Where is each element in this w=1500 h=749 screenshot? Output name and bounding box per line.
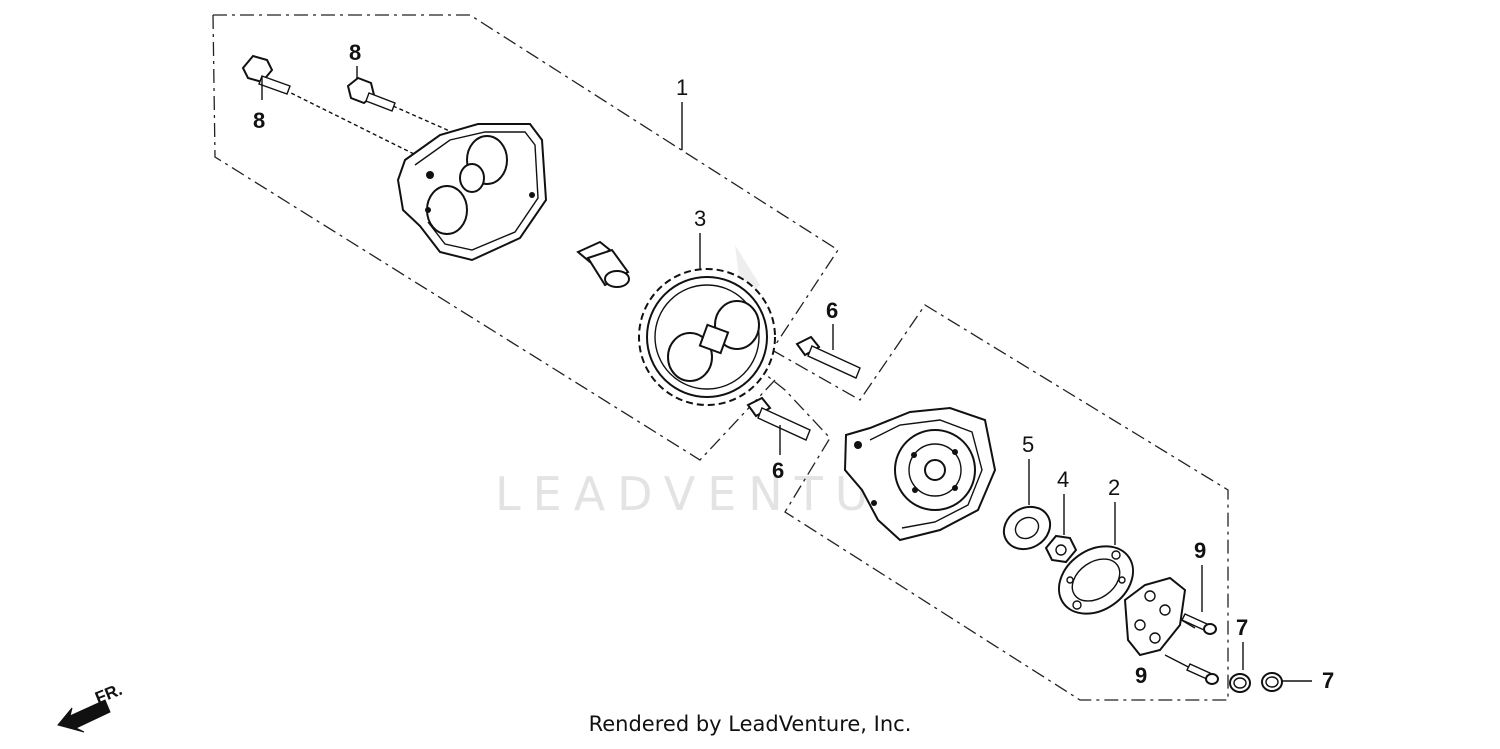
callout-2: 2 xyxy=(1108,475,1120,500)
screw-9-lower xyxy=(1186,663,1219,685)
bolt-6-upper xyxy=(795,335,861,379)
pump-cover xyxy=(396,123,548,262)
pump-body xyxy=(843,406,997,542)
footer-credit: Rendered by LeadVenture, Inc. xyxy=(588,712,912,736)
bolt-8-left xyxy=(241,54,291,100)
screw-9-upper xyxy=(1181,613,1217,635)
callout-5: 5 xyxy=(1022,432,1034,457)
front-direction-label: FR. xyxy=(92,680,125,708)
callout-4: 4 xyxy=(1057,467,1069,492)
callout-8-right: 8 xyxy=(349,40,361,65)
bolt-8-right xyxy=(346,76,396,112)
callout-3: 3 xyxy=(694,206,706,231)
callout-7-right: 7 xyxy=(1322,668,1334,693)
end-plate xyxy=(1123,576,1187,657)
outer-rotor xyxy=(1002,505,1052,551)
callout-1: 1 xyxy=(676,75,688,100)
callout-9-lower: 9 xyxy=(1135,663,1147,688)
inner-rotor xyxy=(1044,534,1078,564)
assembly-boundary-lower xyxy=(759,304,1229,701)
callout-7-left: 7 xyxy=(1236,615,1248,640)
driven-gear xyxy=(638,268,776,406)
callout-9-upper: 9 xyxy=(1194,538,1206,563)
callout-6-upper: 6 xyxy=(826,298,838,323)
bolt-6-lower xyxy=(746,396,811,441)
o-ring-right xyxy=(1261,672,1283,692)
drive-pin xyxy=(576,240,630,288)
callout-6-lower: 6 xyxy=(772,458,784,483)
assembly-boundary-upper xyxy=(212,14,839,461)
o-ring-left xyxy=(1229,673,1251,693)
callout-8-left: 8 xyxy=(253,108,265,133)
gasket xyxy=(1057,545,1135,615)
